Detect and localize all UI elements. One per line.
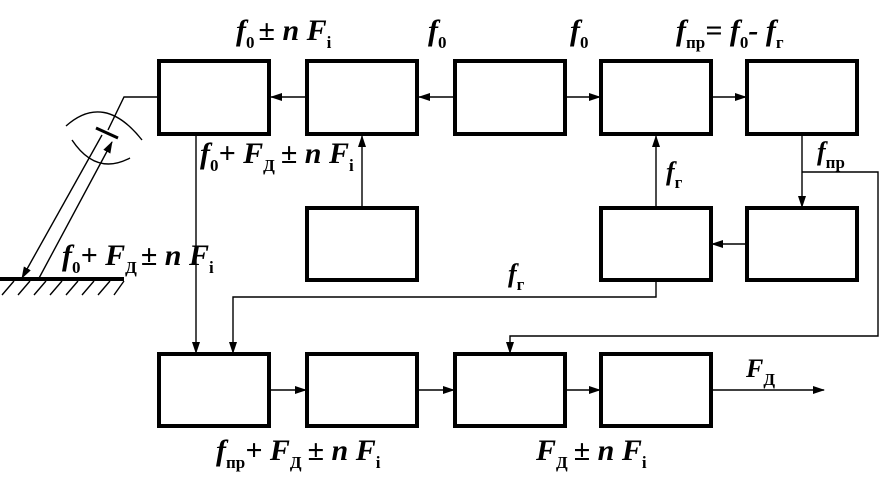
label-bottom-left: fпр+ FД± n Fi (216, 434, 381, 472)
beam-up (37, 141, 113, 281)
arrow-lo-to-rx-mixer (229, 280, 657, 354)
block-local-oscillator (599, 206, 713, 282)
label-top-f0-a: f0 (428, 14, 447, 52)
label-output: FД (745, 354, 775, 389)
block-phase-detector (453, 352, 567, 428)
block-modulator (305, 59, 419, 136)
label-top-f0-b: f0 (570, 14, 589, 52)
label-top-fpr: fпр= f0- fг (676, 14, 784, 52)
label-fg-horizontal: fг (508, 259, 525, 294)
block-filter (599, 352, 713, 428)
beam-down (21, 134, 103, 279)
block-receiver-amplifier (305, 352, 419, 428)
block-receiver-mixer (157, 352, 271, 428)
block-if-amplifier (745, 59, 859, 136)
ground-icon (0, 277, 125, 296)
label-under-transmitter: f0+ FД± n Fi (200, 137, 354, 175)
block-afc (745, 206, 859, 282)
block-master-oscillator (453, 59, 567, 136)
label-top-left: f0± n Fi (236, 14, 332, 52)
antenna-icon (65, 96, 159, 165)
block-transmitter (157, 59, 271, 136)
label-fpr-branch: fпр (817, 137, 845, 172)
block-mixer (599, 59, 713, 136)
label-bottom-right: FД± n Fi (535, 434, 647, 472)
block-modulation-source (305, 206, 419, 282)
label-echo: f0+ FД± n Fi (62, 239, 214, 277)
arrow-if-to-phase-detector (506, 171, 879, 354)
label-fg-vertical: fг (666, 157, 683, 192)
